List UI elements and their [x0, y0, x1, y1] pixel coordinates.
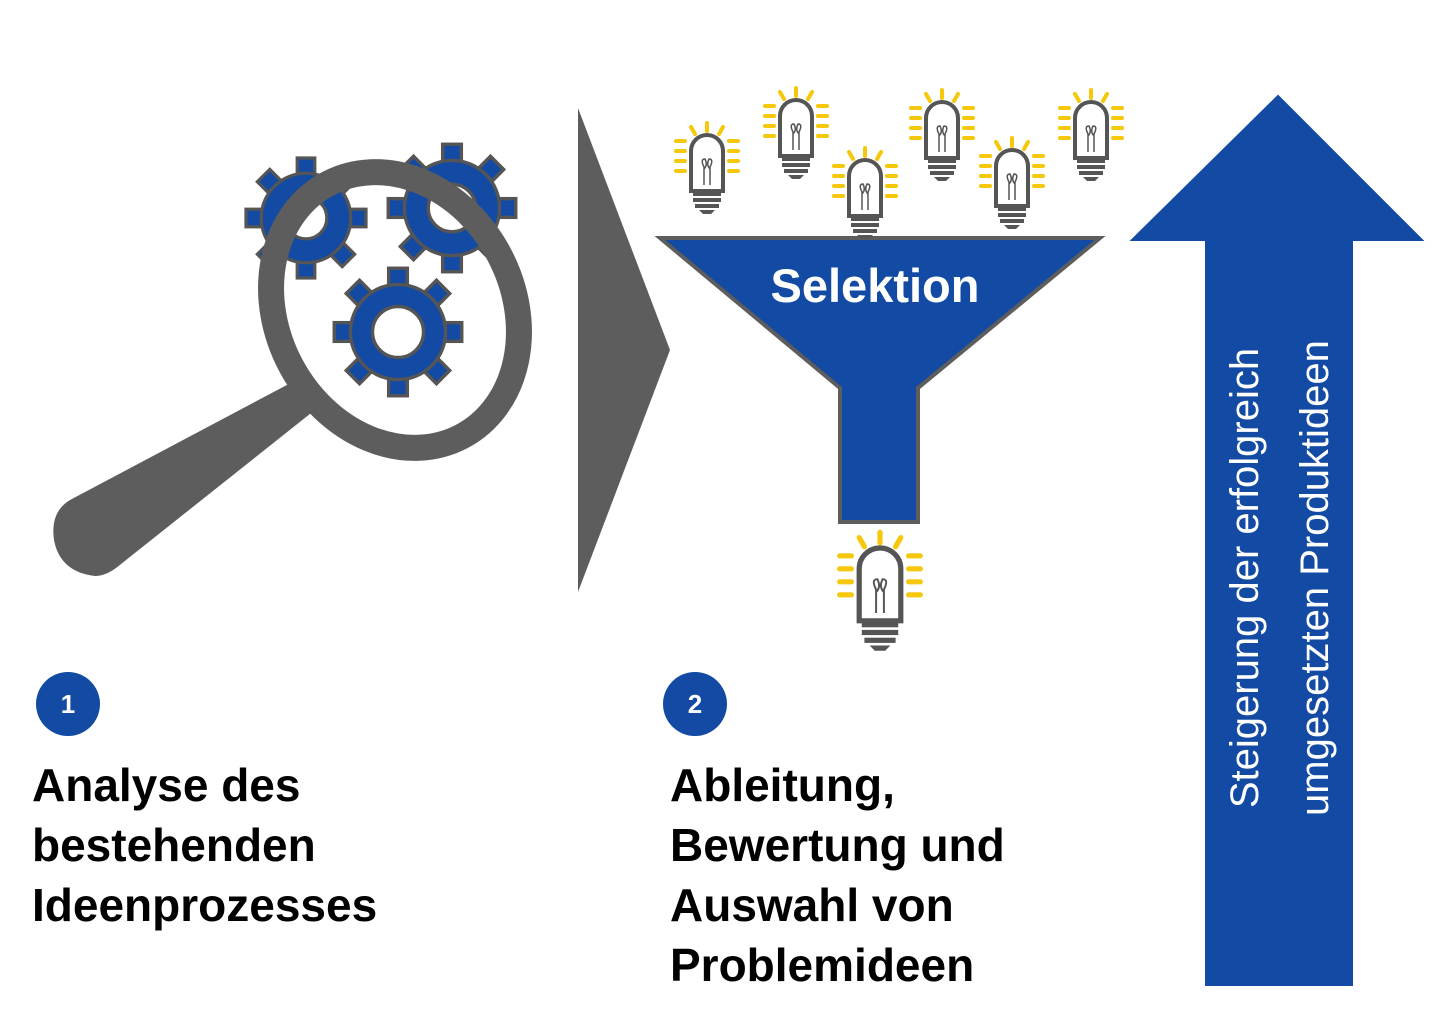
funnel-label: Selektion [770, 259, 980, 312]
light-bulb-icon [1058, 88, 1124, 183]
magnifying-glass-icon [53, 159, 532, 576]
light-bulb-icon [674, 121, 740, 216]
step-line: Auswahl von [670, 879, 954, 931]
gear-icon [332, 266, 464, 398]
funnel-icon [654, 236, 1106, 524]
arrow-up-icon [1129, 94, 1425, 986]
step-line: Analyse des [32, 759, 301, 811]
arrow-label-line: umgesetzten Produktideen [1293, 340, 1337, 816]
light-bulb-icon [840, 532, 921, 650]
chevron-right-icon [578, 108, 670, 592]
step-line: Bewertung und [670, 819, 1005, 871]
light-bulb-icon [979, 136, 1045, 231]
step-line: Problemideen [670, 939, 975, 991]
step-description: Ableitung, Bewertung und Auswahl von Pro… [670, 755, 1005, 995]
step-number-badge: 1 [36, 672, 100, 736]
light-bulb-icon [763, 86, 829, 181]
light-bulb-icon [832, 146, 898, 241]
arrow-label: Steigerung der erfolgreich umgesetzten P… [1195, 278, 1365, 878]
step-number-badge: 2 [663, 672, 727, 736]
light-bulb-icon [909, 88, 975, 183]
step-line: Ableitung, [670, 759, 895, 811]
step-line: Ideenprozesses [32, 879, 378, 931]
step-description: Analyse des bestehenden Ideenprozesses [32, 755, 377, 935]
step-line: bestehenden [32, 819, 316, 871]
arrow-label-line: Steigerung der erfolgreich [1223, 347, 1267, 809]
